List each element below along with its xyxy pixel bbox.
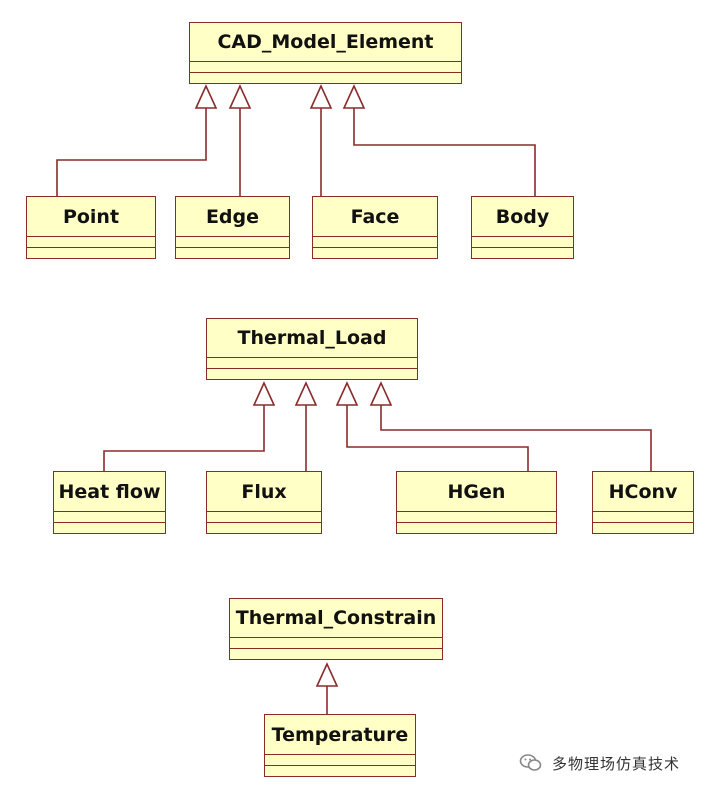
attributes-compartment bbox=[207, 511, 321, 522]
methods-compartment bbox=[593, 522, 693, 533]
methods-compartment bbox=[207, 522, 321, 533]
class-hgen[interactable]: HGen bbox=[396, 471, 557, 534]
class-name: HConv bbox=[608, 480, 678, 503]
class-point[interactable]: Point bbox=[26, 196, 156, 259]
methods-compartment bbox=[190, 72, 461, 83]
methods-compartment bbox=[313, 247, 437, 258]
attributes-compartment bbox=[54, 511, 165, 522]
class-name: Point bbox=[62, 205, 120, 228]
inheritance-line-hconv bbox=[380, 405, 652, 471]
attributes-compartment bbox=[190, 61, 461, 72]
class-cad-model-element[interactable]: CAD_Model_Element bbox=[189, 22, 462, 84]
attributes-compartment bbox=[230, 637, 442, 648]
inheritance-arrowhead-body bbox=[342, 84, 366, 109]
class-name: Edge bbox=[205, 205, 260, 228]
class-flux[interactable]: Flux bbox=[206, 471, 322, 534]
class-name: CAD_Model_Element bbox=[217, 31, 434, 53]
class-name: Thermal_Load bbox=[237, 327, 387, 349]
inheritance-arrowhead-hconv bbox=[369, 381, 393, 406]
attributes-compartment bbox=[397, 511, 556, 522]
methods-compartment bbox=[472, 247, 573, 258]
attributes-compartment bbox=[27, 236, 155, 247]
methods-compartment bbox=[27, 247, 155, 258]
methods-compartment bbox=[176, 247, 289, 258]
class-body[interactable]: Body bbox=[471, 196, 574, 259]
inheritance-line-heat-flow bbox=[103, 405, 265, 471]
class-temperature[interactable]: Temperature bbox=[264, 714, 416, 777]
methods-compartment bbox=[54, 522, 165, 533]
class-hconv[interactable]: HConv bbox=[592, 471, 694, 534]
inheritance-arrowhead-heat-flow bbox=[252, 381, 276, 406]
inheritance-arrowhead-edge bbox=[228, 84, 252, 109]
attributes-compartment bbox=[313, 236, 437, 247]
class-heat-flow[interactable]: Heat flow bbox=[53, 471, 166, 534]
class-name: HGen bbox=[447, 480, 506, 503]
class-name: Body bbox=[495, 205, 550, 228]
class-thermal-load[interactable]: Thermal_Load bbox=[206, 318, 418, 380]
class-name: Heat flow bbox=[58, 480, 161, 503]
class-name: Thermal_Constrain bbox=[235, 607, 437, 629]
class-name: Temperature bbox=[271, 723, 409, 746]
inheritance-arrowhead-flux bbox=[294, 381, 318, 406]
class-face[interactable]: Face bbox=[312, 196, 438, 259]
inheritance-arrowhead-face bbox=[309, 84, 333, 109]
inheritance-line-point bbox=[56, 108, 207, 196]
attributes-compartment bbox=[265, 754, 415, 765]
inheritance-arrowhead-hgen bbox=[335, 381, 359, 406]
methods-compartment bbox=[265, 765, 415, 776]
attributes-compartment bbox=[176, 236, 289, 247]
methods-compartment bbox=[207, 368, 417, 379]
attributes-compartment bbox=[593, 511, 693, 522]
watermark-text: 多物理场仿真技术 bbox=[552, 754, 681, 773]
inheritance-line-body bbox=[353, 108, 536, 196]
inheritance-line-hgen bbox=[346, 405, 529, 471]
inheritance-arrowhead-point bbox=[194, 84, 218, 109]
attributes-compartment bbox=[472, 236, 573, 247]
class-name: Flux bbox=[241, 480, 287, 503]
attributes-compartment bbox=[207, 357, 417, 368]
class-edge[interactable]: Edge bbox=[175, 196, 290, 259]
watermark: 多物理场仿真技术 bbox=[518, 750, 680, 776]
wechat-icon bbox=[518, 750, 544, 776]
class-thermal-constrain[interactable]: Thermal_Constrain bbox=[229, 598, 443, 660]
class-name: Face bbox=[350, 205, 400, 228]
methods-compartment bbox=[397, 522, 556, 533]
methods-compartment bbox=[230, 648, 442, 659]
inheritance-arrowhead-temperature bbox=[315, 662, 339, 687]
